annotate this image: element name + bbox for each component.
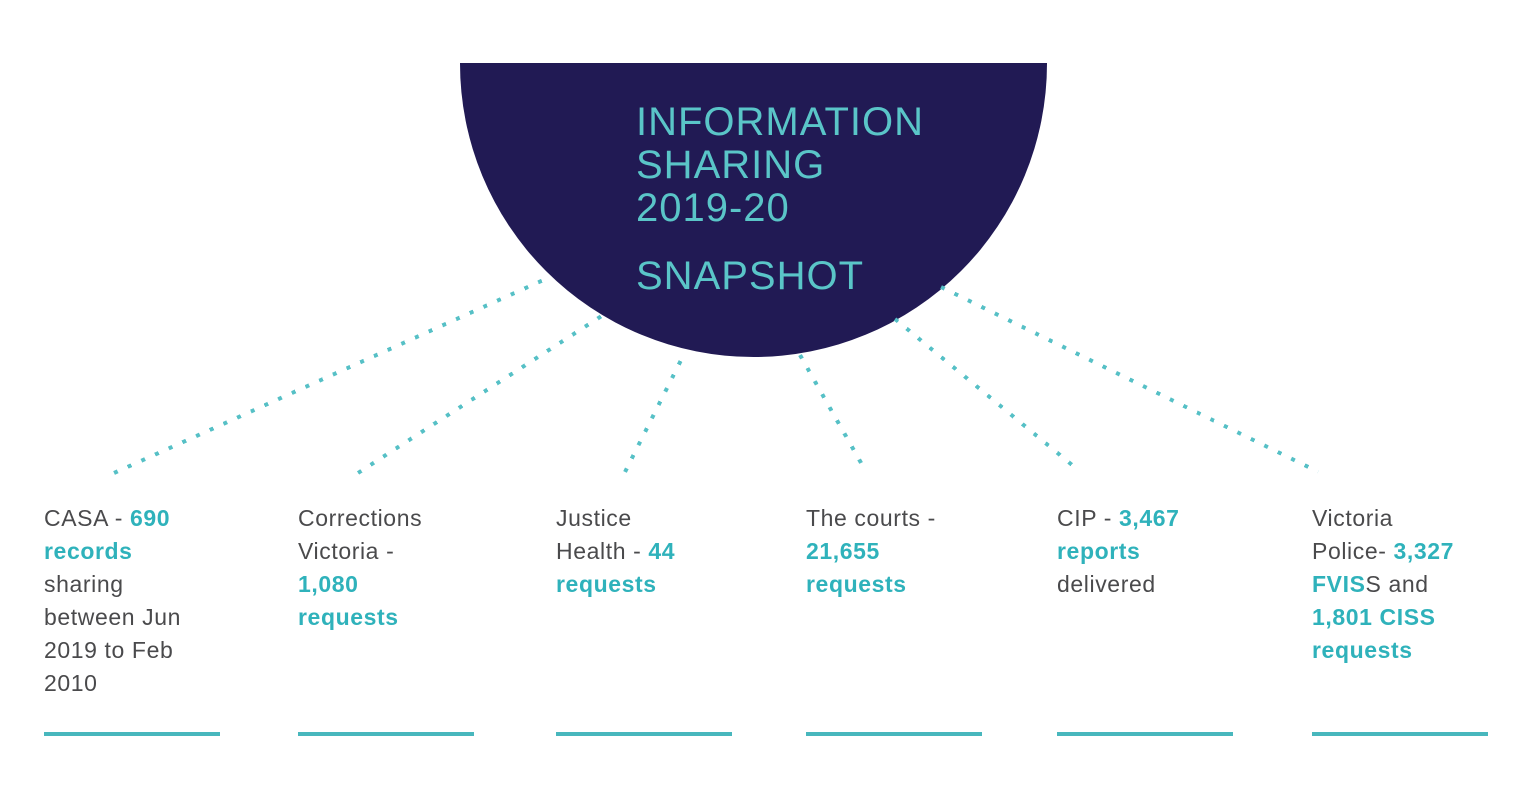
- stat-cip: CIP - 3,467 reports delivered: [1057, 502, 1267, 601]
- stat-text: The courts - 21,655 requests: [806, 502, 1016, 601]
- stat-line: CASA - 690: [44, 505, 171, 531]
- stat-line: 1,801 CISS: [1312, 604, 1436, 630]
- stat-line: Justice: [556, 505, 632, 531]
- stat-line: reports: [1057, 538, 1141, 564]
- dotted-ray-casa: [113, 275, 551, 475]
- banner-title-line: SHARING: [636, 143, 826, 187]
- stat-line: 2019 to Feb: [44, 637, 174, 663]
- header-semicircle: INFORMATION SHARING 2019-20 SNAPSHOT: [460, 63, 1047, 357]
- banner-title-line: 2019-20: [636, 186, 790, 230]
- stat-underline-corrections: [298, 732, 474, 736]
- stat-line: between Jun: [44, 604, 182, 630]
- stat-line: CIP - 3,467: [1057, 505, 1180, 531]
- stat-line: Corrections: [298, 505, 423, 531]
- stat-line: records: [44, 538, 133, 564]
- dotted-ray-justice-health: [623, 351, 687, 473]
- banner-title-block: INFORMATION SHARING 2019-20 SNAPSHOT: [636, 101, 924, 298]
- stat-line: requests: [556, 571, 657, 597]
- stat-line: The courts -: [806, 505, 936, 531]
- stat-line: 2010: [44, 670, 98, 696]
- stat-line: Health - 44: [556, 538, 676, 564]
- stat-line: sharing: [44, 571, 124, 597]
- stat-line: delivered: [1057, 571, 1156, 597]
- stat-underline-casa: [44, 732, 220, 736]
- stat-text: CASA - 690 records sharing between Jun 2019 …: [44, 502, 254, 700]
- stat-text: CIP - 3,467 reports delivered: [1057, 502, 1267, 601]
- stat-line: 21,655: [806, 538, 880, 564]
- dotted-ray-victoria-police: [940, 285, 1320, 474]
- dotted-ray-courts: [798, 354, 867, 471]
- stat-line: requests: [298, 604, 399, 630]
- banner-subtitle: SNAPSHOT: [636, 254, 865, 298]
- stat-line: requests: [806, 571, 907, 597]
- stat-casa: CASA - 690 records sharing between Jun 2019 …: [44, 502, 254, 700]
- stat-the-courts: The courts - 21,655 requests: [806, 502, 1016, 601]
- stat-underline-cip: [1057, 732, 1233, 736]
- dotted-ray-corrections: [356, 313, 605, 475]
- stat-line: Victoria: [1312, 505, 1394, 531]
- stat-underline-justice-health: [556, 732, 732, 736]
- stat-line: 1,080: [298, 571, 359, 597]
- stat-line: FVISS and: [1312, 571, 1429, 597]
- stat-line: Victoria -: [298, 538, 395, 564]
- stat-underline-courts: [806, 732, 982, 736]
- banner-title-line: INFORMATION: [636, 100, 925, 144]
- stat-line: Police- 3,327: [1312, 538, 1455, 564]
- stat-line: requests: [1312, 637, 1413, 663]
- stat-underline-victoria-police: [1312, 732, 1488, 736]
